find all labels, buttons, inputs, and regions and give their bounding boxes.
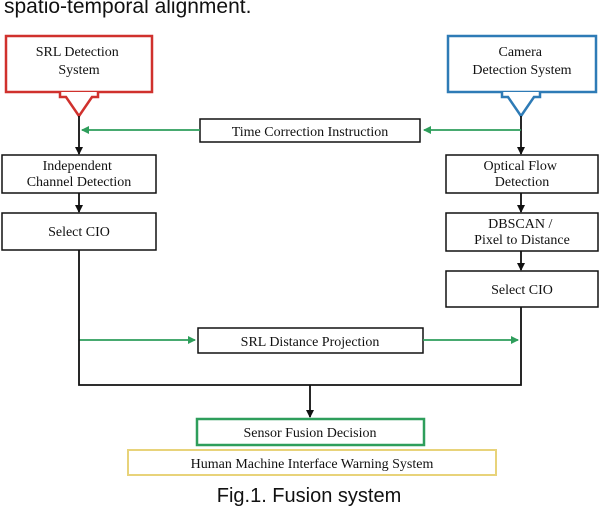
camera-detection-label-1: Camera [498, 45, 542, 60]
select-cio-right-node: Select CIO [445, 270, 599, 308]
time-correction-node: Time Correction Instruction [199, 118, 421, 143]
header-text: spatio-temporal alignment. [4, 0, 251, 18]
independent-label-1: Independent [43, 159, 112, 174]
flow-merge-right [310, 307, 522, 386]
time-correction-label: Time Correction Instruction [232, 125, 389, 140]
select-cio-left-label: Select CIO [48, 225, 110, 240]
hmi-warning-label: Human Machine Interface Warning System [191, 457, 434, 472]
optical-flow-label-1: Optical Flow [484, 159, 558, 174]
svg-text:Camera Detection System: Camera Detection System [472, 45, 571, 78]
svg-text:DBSCAN / Pixel to Distan: DBSCAN / Pixel to Distance [474, 217, 570, 248]
sensor-fusion-node: Sensor Fusion Decision [195, 417, 426, 447]
srl-projection-node: SRL Distance Projection [197, 327, 424, 354]
srl-detection-label-2: System [58, 63, 99, 78]
sensor-fusion-label: Sensor Fusion Decision [244, 426, 377, 441]
dbscan-label-1: DBSCAN / [488, 217, 552, 232]
srl-projection-label: SRL Distance Projection [241, 335, 380, 350]
camera-detection-label-2: Detection System [472, 63, 571, 78]
optical-flow-label-2: Detection [495, 175, 549, 190]
independent-label-2: Channel Detection [27, 175, 132, 190]
srl-detection-label-1: SRL Detection [36, 45, 119, 60]
optical-flow-node: Optical Flow Detection [445, 154, 599, 194]
camera-detection-node: Camera Detection System [446, 34, 598, 119]
srl-detection-node: SRL Detection System [4, 34, 154, 119]
hmi-warning-node: Human Machine Interface Warning System [127, 449, 497, 476]
dbscan-node: DBSCAN / Pixel to Distance [445, 212, 599, 252]
independent-channel-node: Independent Channel Detection [1, 154, 157, 194]
svg-text:Independent Channel Dete: Independent Channel Detection [27, 159, 132, 190]
svg-text:SRL Detection System: SRL Detection System [36, 45, 123, 78]
select-cio-left-node: Select CIO [1, 212, 157, 251]
svg-text:Optical Flow Detection: Optical Flow Detection [484, 159, 561, 190]
select-cio-right-label: Select CIO [491, 283, 553, 298]
figure-caption: Fig.1. Fusion system [217, 485, 402, 507]
dbscan-label-2: Pixel to Distance [474, 233, 570, 248]
flow-merge-left [78, 250, 310, 386]
